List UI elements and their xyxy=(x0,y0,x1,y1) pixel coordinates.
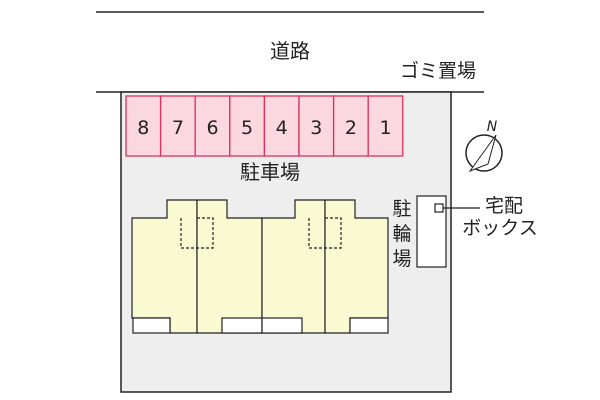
north-label: N xyxy=(487,119,498,135)
parking-space-number: 1 xyxy=(379,117,391,139)
delivery-box-label-1: 宅配 xyxy=(485,195,523,217)
delivery-box-marker xyxy=(434,203,444,213)
parking-space xyxy=(298,95,335,157)
delivery-box-label-2: ボックス xyxy=(462,217,537,239)
bicycle-label-2: 輪 xyxy=(392,223,411,245)
parking-space-number: 7 xyxy=(172,117,184,139)
parking-space-number: 6 xyxy=(206,117,218,139)
parking-space xyxy=(367,95,404,157)
building-unit-3 xyxy=(261,199,326,334)
stair-dashed-2 xyxy=(197,217,214,249)
bicycle-label-3: 場 xyxy=(392,248,411,270)
entrance-box-1 xyxy=(132,317,171,334)
north-arrow-icon: N xyxy=(465,119,503,173)
parking-space-number: 4 xyxy=(276,117,288,139)
bicycle-label-1: 駐 xyxy=(392,198,411,220)
building-unit-4 xyxy=(324,199,389,334)
stair-dashed-1 xyxy=(180,218,197,249)
entrance-box-2 xyxy=(221,317,263,334)
parking-space-number: 3 xyxy=(310,117,322,139)
garbage-label: ゴミ置場 xyxy=(400,60,476,82)
stair-dashed-3 xyxy=(308,218,325,249)
building-unit-2 xyxy=(196,199,263,334)
road-label: 道路 xyxy=(270,39,310,63)
parking-space-number: 5 xyxy=(241,117,253,139)
building-block xyxy=(131,199,389,334)
stair-dashed-4 xyxy=(325,217,342,249)
entrance-box-3 xyxy=(261,317,303,334)
parking-label: 駐車場 xyxy=(240,160,300,184)
parking-space-number: 2 xyxy=(345,117,357,139)
entrance-box-4 xyxy=(349,317,389,334)
parking-space xyxy=(229,95,266,157)
parking-space-number: 8 xyxy=(137,117,149,139)
parking-space xyxy=(159,95,196,157)
building-unit-1 xyxy=(131,199,198,334)
